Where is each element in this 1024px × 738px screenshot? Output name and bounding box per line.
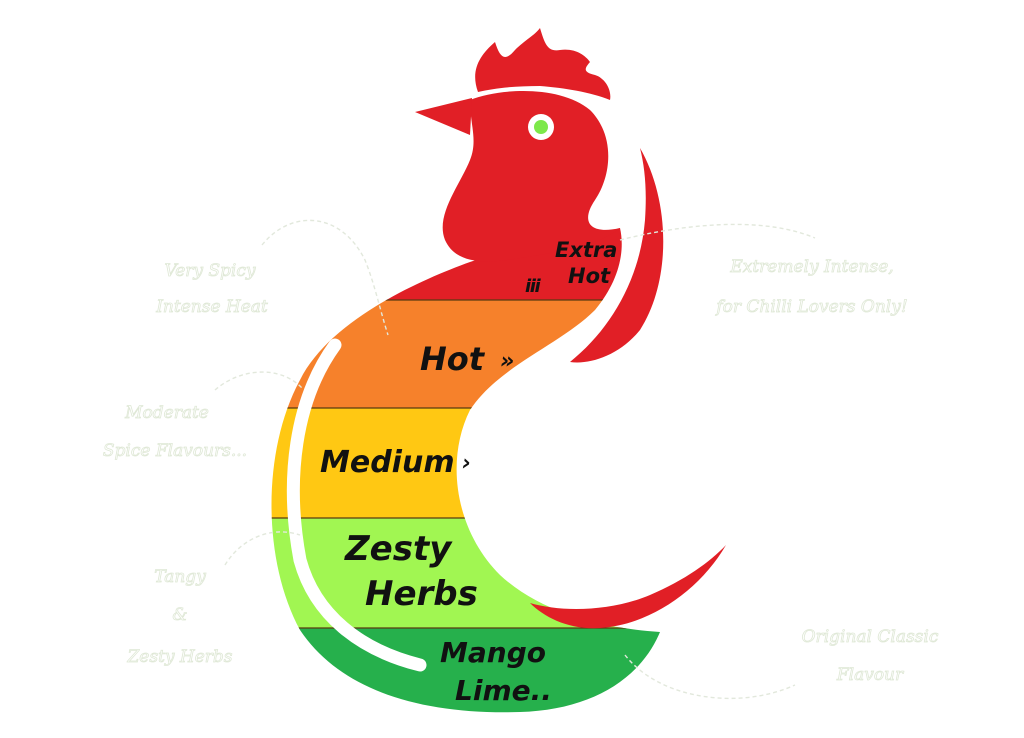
- annotation-line: Flavour: [836, 665, 904, 685]
- connector-arrow: [619, 223, 816, 241]
- three-chillies-icon: ⅲ: [525, 276, 541, 297]
- annotation-line: Original Classic: [802, 627, 939, 647]
- annotation-line: Spice Flavours...: [103, 441, 247, 461]
- annotation-line: Zesty Herbs: [126, 647, 232, 667]
- label-medium: Medium: [320, 445, 455, 480]
- connector-arrow: [224, 531, 301, 566]
- annotation-line: Moderate: [124, 403, 209, 423]
- one-chilli-icon: ›: [462, 451, 471, 476]
- rooster-beak: [415, 98, 472, 135]
- label-extra-hot-line1: Extra: [555, 238, 617, 262]
- annotation-line: &: [172, 605, 187, 625]
- connector-arrow: [261, 219, 389, 336]
- eye-pupil: [534, 120, 548, 134]
- annotation-very-spicy: Very Spicy Intense Heat: [155, 219, 389, 336]
- annotation-moderate: Moderate Spice Flavours...: [103, 371, 303, 461]
- upper-tail-feather: [570, 148, 664, 363]
- label-hot: Hot: [420, 340, 486, 378]
- annotation-line: for Chilli Lovers Only!: [714, 297, 907, 317]
- connector-arrow: [214, 371, 303, 391]
- annotation-line: Extremely Intense,: [729, 257, 893, 277]
- two-chillies-icon: »: [500, 349, 514, 374]
- body-highlight-stripe: [286, 338, 427, 672]
- rooster-comb: [475, 28, 611, 100]
- annotation-original: Original Classic Flavour: [624, 627, 939, 700]
- lower-tail-feather: [530, 545, 726, 629]
- annotation-extremely-intense: Extremely Intense, for Chilli Lovers Onl…: [619, 223, 908, 317]
- rooster-head: [442, 90, 620, 262]
- connector-arrow: [624, 654, 796, 700]
- annotation-line: Tangy: [154, 567, 206, 587]
- label-lime: Lime..: [455, 674, 552, 707]
- label-herbs: Herbs: [365, 574, 478, 614]
- label-mango: Mango: [440, 636, 546, 669]
- annotation-line: Intense Heat: [155, 297, 268, 317]
- label-zesty: Zesty: [344, 529, 453, 569]
- label-extra-hot-line2: Hot: [568, 264, 611, 288]
- annotation-line: Very Spicy: [164, 261, 255, 281]
- annotation-tangy: Tangy & Zesty Herbs: [126, 531, 301, 667]
